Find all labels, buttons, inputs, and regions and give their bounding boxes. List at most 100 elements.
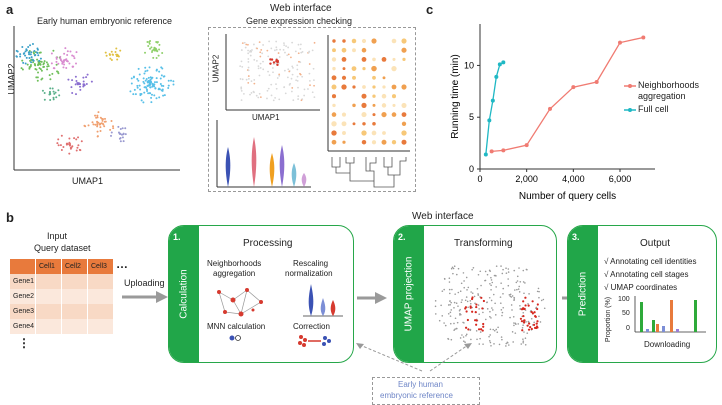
projected-point	[460, 301, 463, 304]
inset-point	[247, 75, 250, 77]
projected-umap	[434, 265, 546, 347]
inset-point	[247, 69, 250, 72]
umap-point	[109, 57, 112, 60]
projected-point	[530, 317, 533, 320]
projected-point	[472, 267, 475, 269]
umap-point	[129, 90, 132, 93]
inset-point	[278, 74, 281, 77]
umap-point	[160, 84, 163, 87]
inset-point	[272, 99, 275, 102]
inset-point	[313, 96, 316, 99]
inset-point	[275, 83, 277, 86]
legend-neighborhoods-swatch	[624, 84, 636, 88]
query-point	[527, 304, 530, 307]
reference-box-line2: embryonic reference	[380, 391, 453, 400]
projected-point	[528, 293, 530, 295]
projected-point	[434, 300, 437, 302]
query-point	[524, 296, 527, 299]
dot-plot-mark	[362, 85, 366, 89]
query-point	[522, 300, 525, 303]
inset-point	[303, 94, 306, 97]
umap-point	[91, 121, 94, 124]
projected-point	[518, 285, 520, 288]
inset-point	[251, 49, 253, 51]
inset-point	[284, 92, 287, 95]
projected-point	[451, 266, 454, 269]
umap-point	[170, 79, 173, 82]
umap-point	[99, 129, 102, 132]
projected-point	[455, 302, 458, 305]
umap-point	[75, 51, 78, 54]
violin-shape	[251, 137, 257, 187]
umap-point	[155, 97, 158, 100]
x-tick-label: 6,000	[609, 174, 632, 184]
projected-point	[513, 324, 515, 327]
dot-plot-mark	[392, 103, 396, 107]
projected-point	[456, 321, 459, 324]
umap-point	[24, 54, 27, 57]
umap-point	[161, 67, 164, 70]
inset-point	[300, 99, 303, 102]
query-point	[523, 321, 526, 324]
processing-card: 1. Calculation Processing Neighborhoods …	[168, 225, 354, 363]
proportion-axis-label: Proportion (%)	[605, 296, 613, 343]
projected-point	[455, 273, 458, 276]
query-point	[464, 307, 467, 310]
umap-point	[162, 94, 165, 97]
umap-point	[101, 119, 104, 122]
inset-point	[247, 43, 249, 46]
dot-plot-mark	[391, 94, 397, 99]
umap-point	[65, 143, 68, 146]
correction-label: Correction	[293, 322, 330, 331]
inset-point	[267, 87, 270, 90]
data-point	[524, 143, 529, 148]
gene-expression-box	[208, 27, 416, 192]
inset-point	[292, 99, 295, 102]
projected-point	[494, 314, 497, 316]
inset-point	[287, 53, 290, 56]
umap-point	[94, 123, 97, 126]
umap-point	[39, 63, 42, 66]
projected-point	[506, 341, 509, 344]
dot-plot-mark	[362, 66, 366, 71]
table-row: Gene4	[10, 319, 114, 334]
data-point	[494, 74, 499, 79]
umap-point	[71, 54, 74, 57]
query-point	[521, 329, 524, 332]
projected-point	[488, 296, 491, 299]
query-point	[481, 329, 484, 332]
query-point	[464, 326, 468, 329]
query-point	[475, 323, 478, 326]
umap-point	[122, 132, 125, 135]
umap-point	[96, 135, 99, 138]
dot-plot-mark	[402, 57, 406, 62]
umap-point	[36, 76, 39, 79]
projected-point	[488, 269, 491, 272]
umap-point	[121, 127, 124, 130]
umap-point	[138, 73, 141, 76]
step-3-number: 3.	[572, 232, 580, 242]
query-point	[536, 303, 539, 306]
projected-point	[505, 342, 508, 345]
projected-point	[538, 296, 540, 299]
inset-point-high	[275, 58, 278, 62]
inset-point	[249, 93, 251, 96]
umap-point	[158, 96, 161, 99]
query-point	[530, 327, 533, 331]
inset-point	[274, 49, 276, 52]
umap-point	[121, 136, 124, 139]
projected-point	[479, 331, 482, 333]
projected-point	[502, 287, 505, 290]
projected-point	[524, 282, 526, 284]
umap-point	[150, 93, 153, 96]
legend-neighborhoods-line2: aggregation	[638, 91, 686, 101]
query-point	[522, 314, 525, 318]
dot-plot-mark	[341, 112, 347, 117]
projected-point	[513, 299, 515, 302]
umap-point	[140, 99, 143, 102]
projected-point	[490, 288, 492, 291]
umap-point	[82, 76, 85, 79]
umap-point	[46, 68, 49, 71]
query-point	[471, 310, 474, 313]
umap-point	[147, 45, 150, 48]
